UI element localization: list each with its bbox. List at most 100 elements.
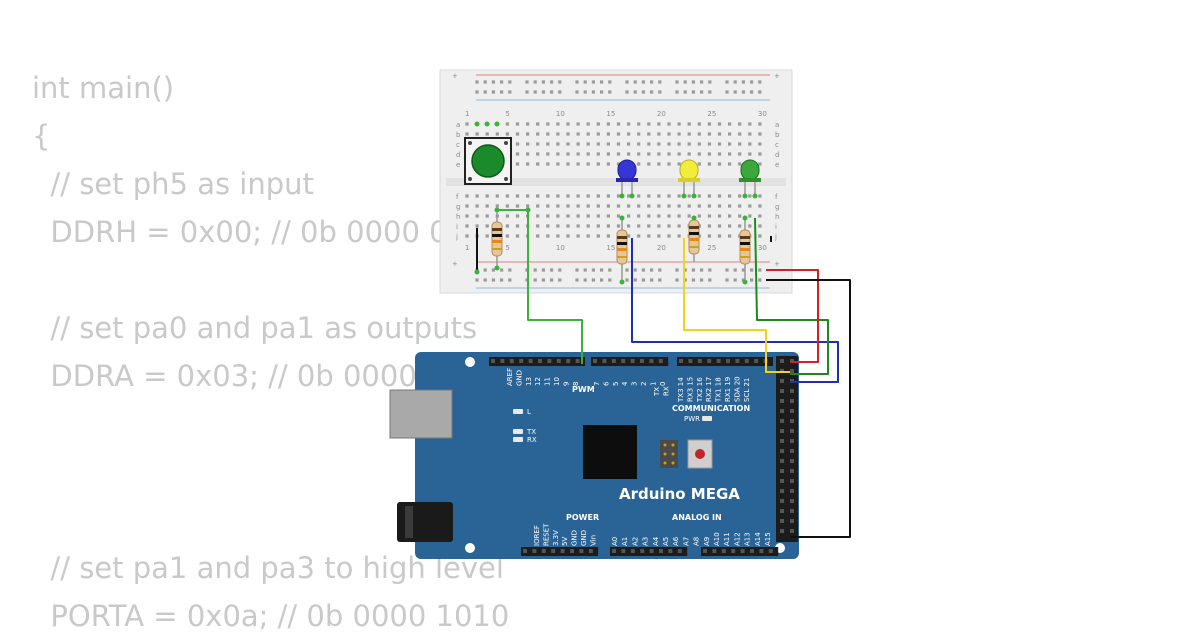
header-pin[interactable] xyxy=(611,359,616,363)
header-pin[interactable] xyxy=(735,359,740,363)
header-pin[interactable] xyxy=(759,549,764,553)
rail-hole xyxy=(758,278,762,282)
breadboard-hole xyxy=(647,132,651,136)
breadboard-hole xyxy=(556,152,560,156)
header-pin[interactable] xyxy=(491,359,495,363)
header-pin[interactable] xyxy=(519,359,524,363)
header-pin[interactable] xyxy=(649,359,654,363)
header-pin[interactable] xyxy=(780,519,784,523)
header-pin[interactable] xyxy=(570,549,574,553)
header-pin[interactable] xyxy=(621,549,626,553)
breadboard-hole xyxy=(728,122,732,126)
rail-hole xyxy=(600,278,604,282)
header-pin[interactable] xyxy=(688,359,693,363)
header-pin[interactable] xyxy=(566,359,571,363)
header-pin[interactable] xyxy=(780,359,784,363)
header-pin[interactable] xyxy=(677,549,682,553)
header-pin[interactable] xyxy=(768,549,773,553)
header-pin[interactable] xyxy=(556,359,561,363)
header-pin[interactable] xyxy=(509,359,514,363)
header-pin[interactable] xyxy=(790,419,794,423)
header-pin[interactable] xyxy=(658,359,663,363)
header-pin[interactable] xyxy=(780,419,784,423)
header-pin[interactable] xyxy=(659,549,663,553)
header-pin[interactable] xyxy=(640,359,644,363)
header-pin[interactable] xyxy=(780,509,784,513)
header-pin[interactable] xyxy=(780,399,784,403)
header-pin[interactable] xyxy=(649,549,654,553)
header-pin[interactable] xyxy=(726,359,730,363)
rail-hole xyxy=(658,278,662,282)
header-pin[interactable] xyxy=(790,469,794,473)
header-pin[interactable] xyxy=(740,549,745,553)
header-pin[interactable] xyxy=(523,549,527,553)
header-pin[interactable] xyxy=(500,359,505,363)
breadboard-hole xyxy=(707,132,711,136)
header-pin[interactable] xyxy=(551,549,556,553)
breadboard-hole xyxy=(616,142,621,146)
header-pin[interactable] xyxy=(560,549,565,553)
header-pin[interactable] xyxy=(593,359,597,363)
reset-button[interactable] xyxy=(695,449,705,459)
header-pin[interactable] xyxy=(780,529,784,533)
header-pin[interactable] xyxy=(780,449,784,453)
header-pin[interactable] xyxy=(780,439,784,443)
header-pin[interactable] xyxy=(780,469,784,473)
header-pin[interactable] xyxy=(754,359,759,363)
header-pin[interactable] xyxy=(547,359,552,363)
header-pin[interactable] xyxy=(780,389,784,393)
header-pin[interactable] xyxy=(790,499,794,503)
header-pin[interactable] xyxy=(780,429,784,433)
header-pin[interactable] xyxy=(780,379,784,383)
header-pin[interactable] xyxy=(790,489,794,493)
header-pin[interactable] xyxy=(528,359,533,363)
header-pin[interactable] xyxy=(575,359,580,363)
header-pin[interactable] xyxy=(630,359,635,363)
rail-hole xyxy=(691,278,695,282)
header-pin[interactable] xyxy=(790,519,794,523)
header-pin[interactable] xyxy=(697,359,702,363)
rail-hole xyxy=(708,268,712,272)
breadboard-hole xyxy=(728,214,732,218)
header-pin[interactable] xyxy=(579,549,584,553)
push-button[interactable] xyxy=(464,137,512,185)
rail-plus-label-bottom: + xyxy=(452,260,458,268)
header-pin[interactable] xyxy=(780,489,784,493)
header-pin[interactable] xyxy=(780,499,784,503)
header-pin[interactable] xyxy=(612,549,616,553)
header-pin[interactable] xyxy=(630,549,635,553)
header-pin[interactable] xyxy=(790,449,794,453)
header-pin[interactable] xyxy=(668,549,673,553)
header-pin[interactable] xyxy=(640,549,645,553)
header-pin[interactable] xyxy=(780,479,784,483)
header-pin[interactable] xyxy=(744,359,749,363)
header-pin[interactable] xyxy=(707,359,712,363)
header-pin[interactable] xyxy=(679,359,683,363)
breadboard-hole xyxy=(707,162,711,166)
header-pin[interactable] xyxy=(790,409,794,413)
header-pin[interactable] xyxy=(780,409,784,413)
header-pin[interactable] xyxy=(532,549,537,553)
breadboard-hole xyxy=(647,152,651,156)
header-pin[interactable] xyxy=(790,479,794,483)
header-pin[interactable] xyxy=(721,549,726,553)
header-pin[interactable] xyxy=(790,459,794,463)
header-pin[interactable] xyxy=(780,459,784,463)
header-pin[interactable] xyxy=(750,549,754,553)
header-pin[interactable] xyxy=(790,389,794,393)
header-pin[interactable] xyxy=(703,549,707,553)
header-pin[interactable] xyxy=(790,439,794,443)
header-pin[interactable] xyxy=(541,549,546,553)
header-pin[interactable] xyxy=(716,359,721,363)
header-pin[interactable] xyxy=(731,549,736,553)
header-pin[interactable] xyxy=(621,359,626,363)
header-pin[interactable] xyxy=(790,369,794,373)
header-pin[interactable] xyxy=(602,359,607,363)
header-pin[interactable] xyxy=(790,529,794,533)
header-pin[interactable] xyxy=(588,549,593,553)
header-pin[interactable] xyxy=(538,359,542,363)
header-pin[interactable] xyxy=(790,429,794,433)
header-pin[interactable] xyxy=(712,549,717,553)
header-pin[interactable] xyxy=(790,509,794,513)
header-pin[interactable] xyxy=(790,399,794,403)
